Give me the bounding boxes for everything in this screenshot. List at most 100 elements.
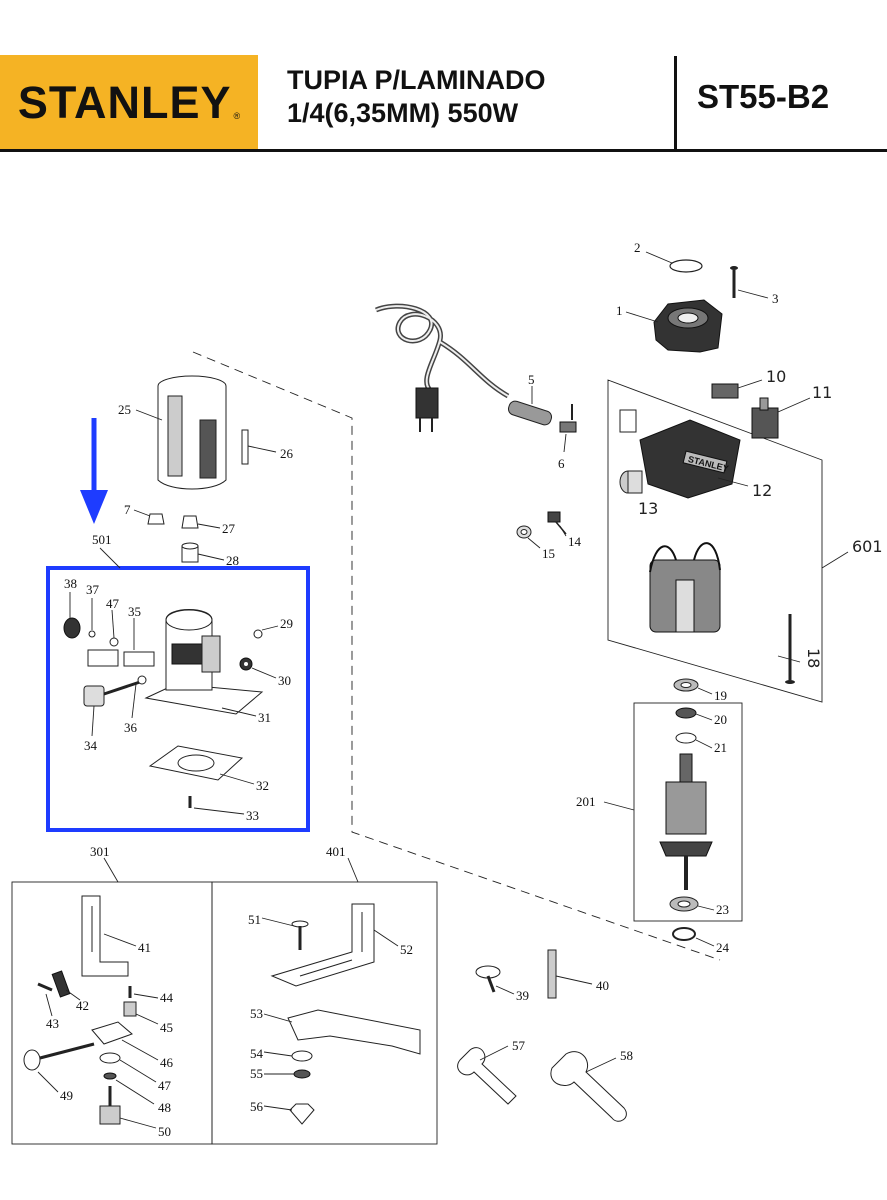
- label-19: 19: [714, 688, 727, 703]
- label-301: 301: [90, 844, 110, 859]
- label-30: 30: [278, 673, 291, 688]
- label-46: 46: [160, 1055, 174, 1070]
- label-21: 21: [714, 740, 727, 755]
- label-55: 55: [250, 1066, 263, 1081]
- label-51: 51: [248, 912, 261, 927]
- brand-name: STANLEY: [17, 77, 232, 128]
- label-34: 34: [84, 738, 98, 753]
- label-54: 54: [250, 1046, 264, 1061]
- part-26-label: [241, 429, 249, 465]
- group-301-box: [11, 881, 213, 1145]
- label-35: 35: [128, 604, 141, 619]
- label-36: 36: [124, 720, 138, 735]
- label-1: 1: [616, 303, 623, 318]
- part-58-wrench: [550, 1051, 627, 1122]
- part-13-strain-relief: [619, 470, 643, 494]
- label-49: 49: [60, 1088, 73, 1103]
- part-30-nut: [239, 657, 253, 671]
- part-23-bearing: [669, 896, 699, 912]
- label-26: 26: [280, 446, 294, 461]
- label-31: 31: [258, 710, 271, 725]
- label-25: 25: [118, 402, 131, 417]
- part-31-router-base: [144, 609, 264, 715]
- part-48-spring-washer: [103, 1072, 117, 1080]
- label-501: 501: [92, 532, 112, 547]
- label-18: 18: [804, 648, 823, 668]
- part-32-sub-base: [148, 745, 244, 781]
- label-10: 10: [766, 367, 786, 386]
- part-41-guide-bracket: [81, 895, 129, 977]
- label-24: 24: [716, 940, 730, 955]
- part-43-screw: [37, 982, 53, 992]
- part-7-nut: [147, 513, 165, 525]
- part-field-coil: [649, 542, 721, 633]
- label-47b: 47: [158, 1078, 172, 1093]
- part-20-bearing: [675, 707, 697, 719]
- down-arrow-icon: [80, 418, 108, 524]
- part-45-sleeve: [123, 1001, 137, 1017]
- title-line-2: 1/4(6,35MM) 550W: [287, 98, 519, 128]
- label-39: 39: [516, 988, 529, 1003]
- part-52-guide: [270, 903, 375, 987]
- part-10-brush-holder: [711, 383, 739, 399]
- label-5: 5: [528, 372, 535, 387]
- label-13: 13: [638, 499, 658, 518]
- title-line-1: TUPIA P/LAMINADO: [287, 65, 546, 95]
- part-42-plate: [51, 970, 71, 998]
- part-50-roller: [99, 1086, 121, 1125]
- highlight-box-501: [46, 566, 310, 832]
- label-11: 11: [812, 383, 832, 402]
- part-29-nut: [253, 629, 263, 639]
- model-number: ST55-B2: [697, 78, 830, 115]
- product-title: TUPIA P/LAMINADO 1/4(6,35MM) 550W: [287, 64, 546, 130]
- label-6: 6: [558, 456, 565, 471]
- label-14: 14: [568, 534, 582, 549]
- label-601: 601: [852, 537, 883, 556]
- part-35b-plate: [87, 649, 119, 667]
- group-201-box: [633, 702, 743, 922]
- header-rule: [0, 149, 887, 152]
- label-48: 48: [158, 1100, 171, 1115]
- part-39-spindle-lock: [475, 965, 501, 993]
- label-15: 15: [542, 546, 555, 561]
- label-33: 33: [246, 808, 259, 823]
- part-11-switch: [751, 397, 779, 439]
- part-2-cap: [669, 259, 703, 273]
- part-40-pin: [547, 949, 557, 999]
- part-54-washer: [291, 1050, 313, 1062]
- label-38: 38: [64, 576, 77, 591]
- part-1-rear-cap: [653, 299, 723, 353]
- part-46-block: [91, 1021, 133, 1045]
- label-12: 12: [752, 481, 772, 500]
- part-34-lever: [83, 680, 141, 707]
- label-50: 50: [158, 1124, 171, 1139]
- part-27-collet: [181, 515, 199, 529]
- label-58: 58: [620, 1048, 633, 1063]
- label-57: 57: [512, 1038, 526, 1053]
- part-47a-washer: [109, 637, 119, 647]
- part-47b-washer: [99, 1052, 121, 1064]
- label-44: 44: [160, 990, 174, 1005]
- header: STANLEY ® TUPIA P/LAMINADO 1/4(6,35MM) 5…: [0, 0, 887, 152]
- label-52: 52: [400, 942, 413, 957]
- part-19-bearing: [673, 678, 699, 692]
- label-41: 41: [138, 940, 151, 955]
- label-45: 45: [160, 1020, 173, 1035]
- label-7: 7: [124, 502, 131, 517]
- label-32: 32: [256, 778, 269, 793]
- part-18-screw: [785, 614, 795, 684]
- stanley-logo: STANLEY ®: [0, 55, 258, 151]
- label-42: 42: [76, 998, 89, 1013]
- label-40: 40: [596, 978, 609, 993]
- label-53: 53: [250, 1006, 263, 1021]
- part-28-collet-nut: [181, 542, 199, 563]
- part-armature: [659, 753, 713, 890]
- part-35-plate: [123, 651, 155, 667]
- label-29: 29: [280, 616, 293, 631]
- part-6-clamp: [559, 404, 577, 433]
- part-53-bracket: [287, 1009, 421, 1055]
- part-24-ring: [672, 927, 696, 941]
- label-2: 2: [634, 240, 641, 255]
- header-divider: [674, 56, 677, 151]
